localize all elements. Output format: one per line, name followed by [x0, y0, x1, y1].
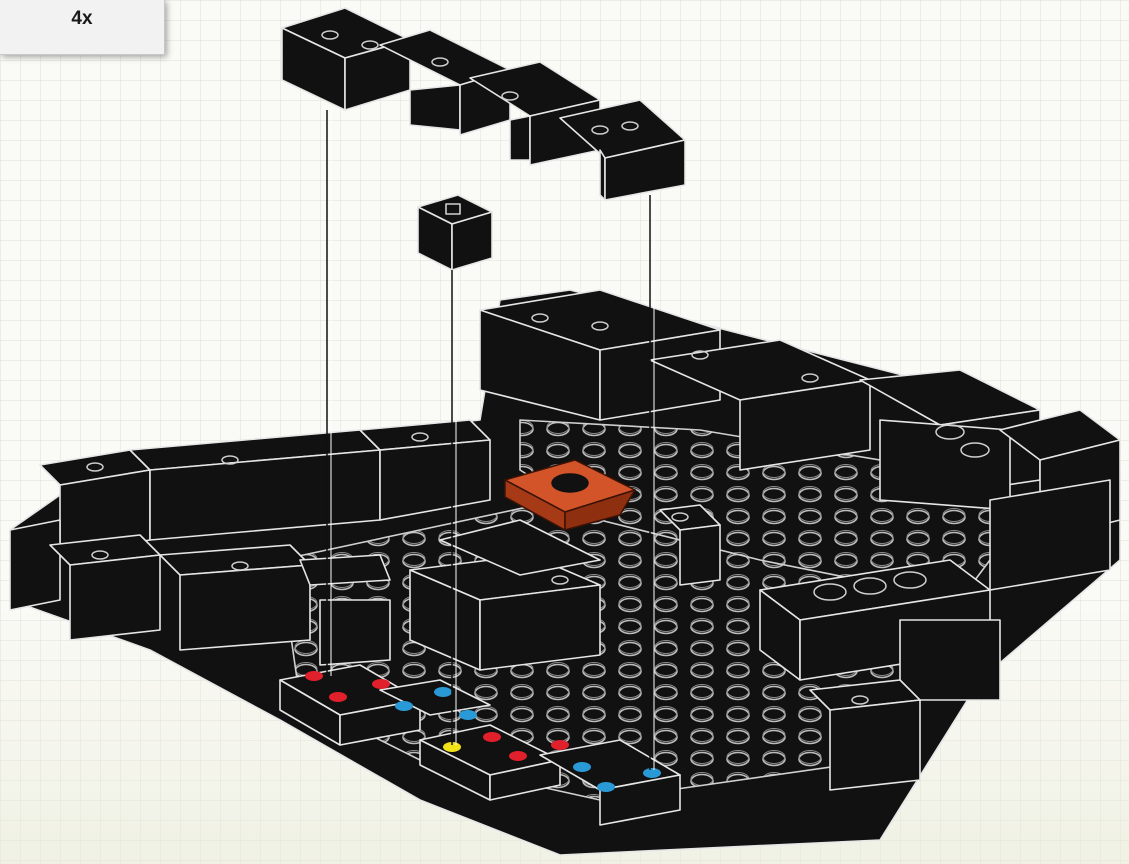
lego-wall-piece [282, 8, 685, 200]
lego-1x1-brick [418, 195, 492, 270]
